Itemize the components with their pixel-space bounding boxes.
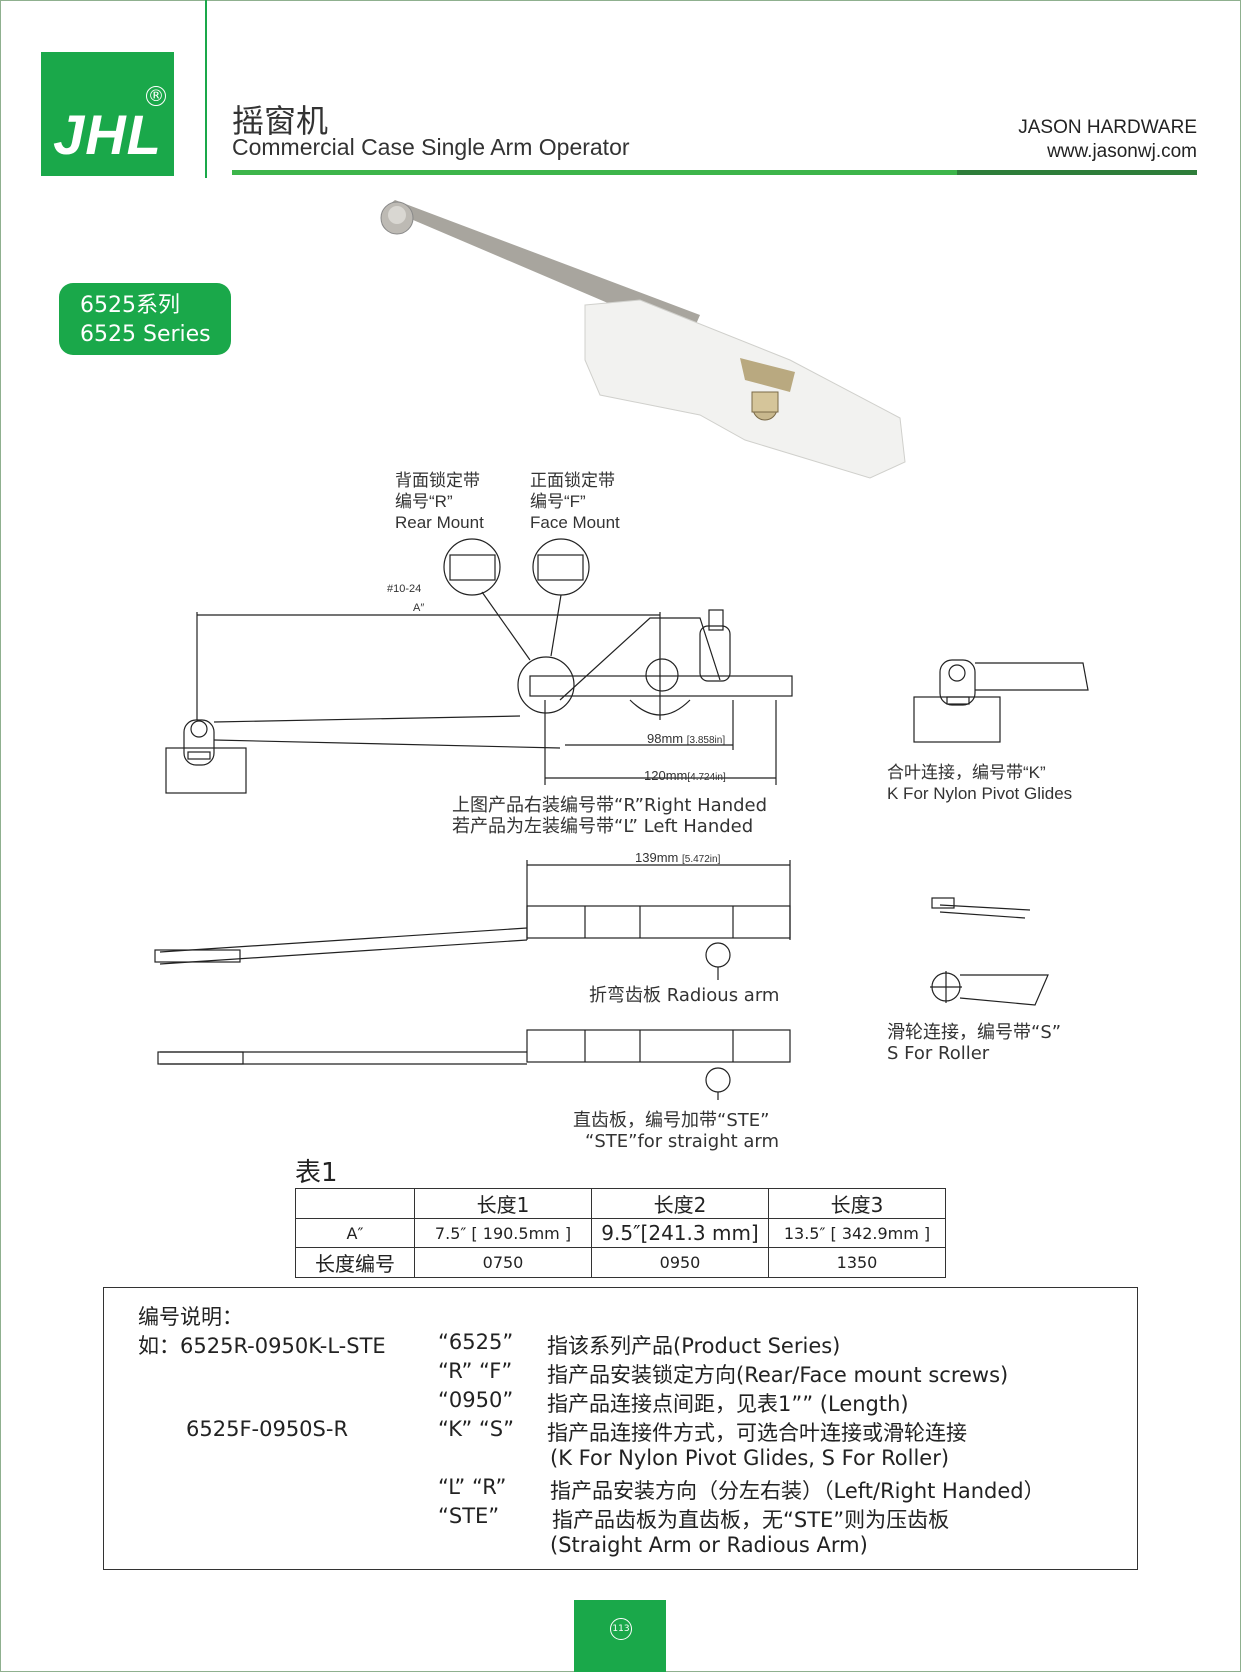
top-view [165,538,793,794]
registered-mark: ® [146,86,166,106]
right-handed-label: 上图产品右装编号带“R”Right Handed [452,795,768,816]
code-explanation-box: 编号说明： 如：6525R-0950K-L-STE 6525F-0950S-R … [103,1287,1138,1570]
header-bar-light [232,170,957,175]
brand-url: www.jasonwj.com [1047,141,1197,162]
side-view-radious [154,860,791,980]
example-code-1: 如：6525R-0950K-L-STE [138,1334,386,1358]
left-handed-label: 若产品为左装编号带“L” Left Handed [452,816,754,837]
code-item: “R” “F” [438,1359,513,1383]
face-mount-label: 正面锁定带 编号“F” Face Mount [530,471,620,532]
explain-title: 编号说明： [138,1305,243,1329]
code-desc: 指产品齿板为直齿板，无“STE”则为压齿板 [552,1508,950,1532]
table-title: 表1 [295,1158,338,1188]
length-table: 长度1 长度2 长度3 A″ 7.5″ [ 190.5mm ] 9.5″[241… [295,1188,946,1278]
table-row: 长度1 长度2 长度3 [295,1188,946,1219]
rear-mount-label: 背面锁定带 编号“R” Rear Mount [395,471,484,532]
header-bar-dark [957,170,1197,175]
product-photo [380,200,906,479]
header-divider [205,0,207,178]
k-pivot-label: 合叶连接，编号带“K” K For Nylon Pivot Glides [887,763,1073,803]
code-item: “K” “S” [438,1417,515,1441]
code-item: “0950” [438,1388,514,1412]
code-desc: 指产品连接点间距，见表1”” (Length) [547,1392,909,1416]
code-item: “L” “R” [438,1475,507,1499]
brand-name: JASON HARDWARE [1018,117,1197,138]
dimension-120-label: 120mm[4.724in] [644,768,726,783]
screw-size-label: #10-24 [387,583,422,595]
dimension-139-label: 139mm [5.472in] [635,850,721,865]
code-item: “STE” [438,1504,500,1528]
page-title-zh: 摇窗机 [232,102,329,140]
series-en: 6525 Series [80,322,211,347]
radious-arm-label: 折弯齿板 Radious arm [589,985,780,1006]
code-desc: 指该系列产品(Product Series) [547,1334,841,1358]
code-desc: 指产品安装方向（分左右装）（Left/Right Handed） [550,1479,1045,1503]
page-number: 113 [610,1618,632,1640]
straight-arm-label: 直齿板，编号加带“STE” “STE”for straight arm [573,1110,780,1152]
side-view-straight [157,1029,791,1100]
page-title-en: Commercial Case Single Arm Operator [232,134,630,160]
dimension-98-label: 98mm [3.858in] [647,731,726,746]
code-desc: 指产品连接件方式，可选合叶连接或滑轮连接 [547,1421,967,1445]
k-pivot-detail [913,659,1089,743]
table-row: 长度编号 0750 0950 1350 [295,1247,946,1278]
logo-text: JHL [53,103,162,166]
roller-label: 滑轮连接，编号带“S” S For Roller [887,1022,1062,1064]
jhl-logo: ® JHL [41,52,174,176]
code-desc: (K For Nylon Pivot Glides, S For Roller) [550,1446,950,1470]
roller-detail [930,897,1049,1006]
code-item: “6525” [438,1330,514,1354]
dimension-a-label: A″ [413,602,425,614]
example-code-2: 6525F-0950S-R [186,1417,349,1441]
table-row: A″ 7.5″ [ 190.5mm ] 9.5″[241.3 mm] 13.5″… [295,1218,946,1248]
code-desc: 指产品安装锁定方向(Rear/Face mount screws) [547,1363,1009,1387]
footer-tab: 113 [574,1600,666,1672]
brand-block: JASON HARDWARE www.jasonwj.com [1018,116,1197,164]
series-badge: 6525系列 6525 Series [59,283,231,355]
code-desc: (Straight Arm or Radious Arm) [550,1533,868,1557]
series-zh: 6525系列 [80,293,180,318]
